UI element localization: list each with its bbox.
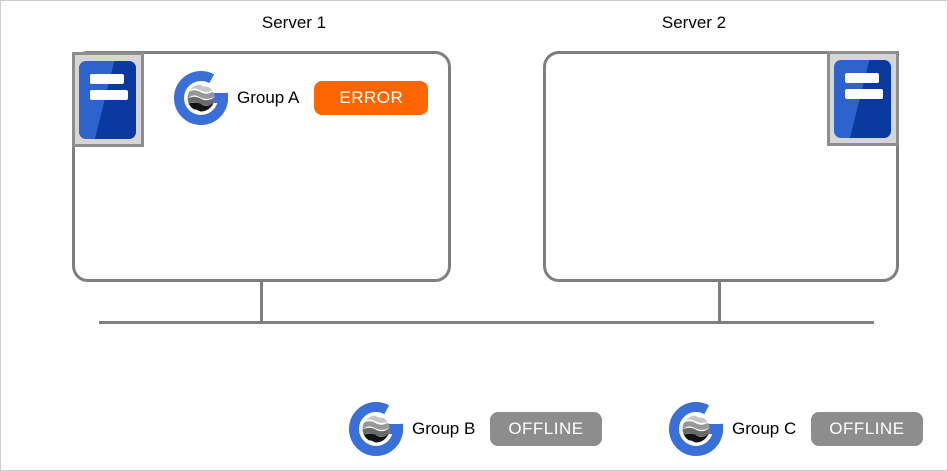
server-tower-body: [79, 61, 136, 139]
network-bus-line: [99, 321, 874, 324]
status-badge-offline: OFFLINE: [811, 412, 923, 446]
status-badge-offline: OFFLINE: [490, 412, 602, 446]
connector-line-server1: [260, 281, 263, 323]
group-globe-logo-icon: [669, 401, 724, 456]
connector-line-server2: [718, 281, 721, 323]
group-globe-logo-icon: [349, 401, 404, 456]
status-badge-error: ERROR: [314, 81, 429, 115]
server-tower-icon: [827, 51, 899, 146]
server-drive-bay: [90, 74, 124, 84]
server-1-label: Server 1: [261, 13, 327, 32]
server-tower-body: [834, 60, 891, 138]
group-name: Group B: [412, 419, 476, 438]
group-row-c: Group C OFFLINE: [668, 400, 923, 458]
server-drive-bay: [90, 90, 128, 100]
server-2-label: Server 2: [661, 13, 727, 32]
server-drive-bay: [845, 73, 879, 83]
group-row-a: Group A ERROR: [173, 69, 429, 127]
group-row-b: Group B OFFLINE: [348, 400, 602, 458]
server-drive-bay: [845, 89, 883, 99]
group-name: Group C: [732, 419, 797, 438]
group-name: Group A: [237, 88, 300, 107]
group-globe-logo-icon: [174, 70, 229, 125]
server-tower-icon: [72, 52, 144, 147]
